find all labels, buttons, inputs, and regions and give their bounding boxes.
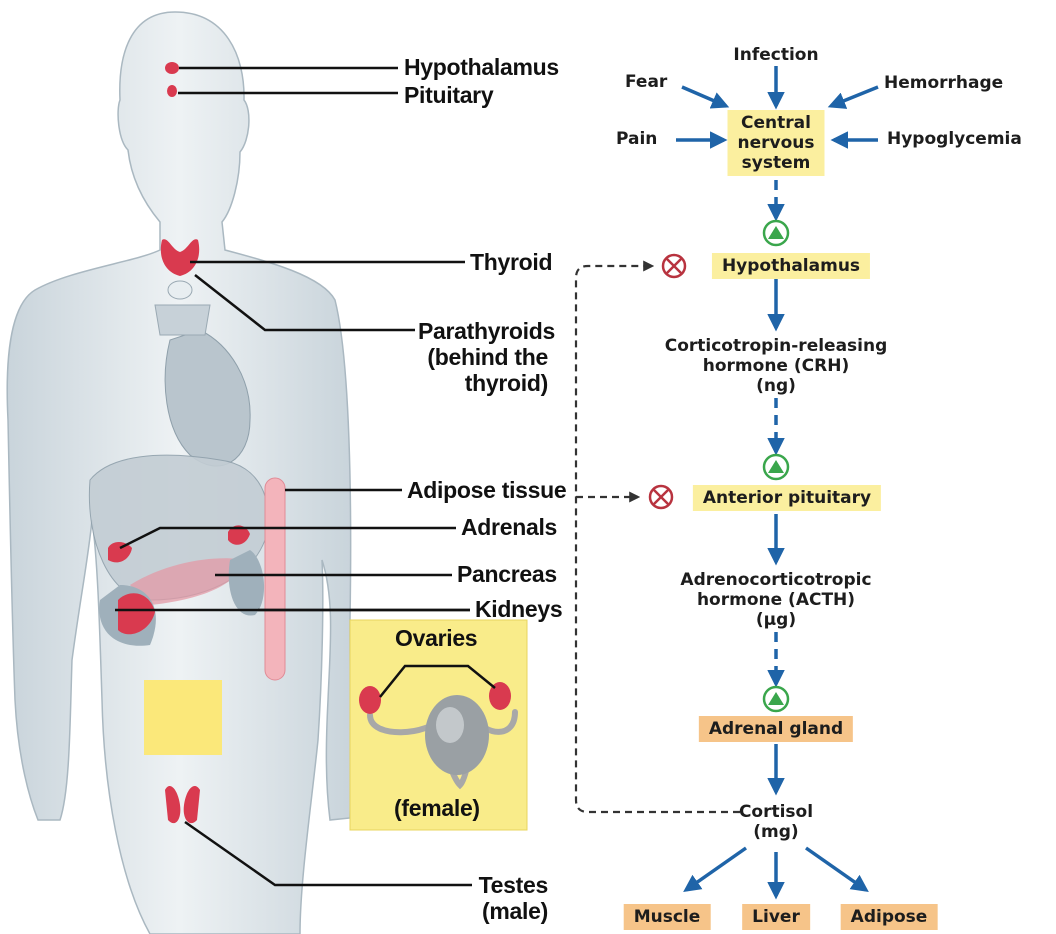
adrenal-gland-box: Adrenal gland — [699, 716, 853, 742]
inhibit-icon — [650, 486, 672, 508]
anterior-pituitary-box: Anterior pituitary — [693, 485, 881, 511]
hypothalamus-box: Hypothalamus — [712, 253, 870, 279]
kidneys-label: Kidneys — [475, 596, 562, 622]
female-label: (female) — [394, 795, 480, 821]
parathyroids-label: Parathyroids (behind the thyroid) — [418, 318, 548, 396]
hemorrhage-label: Hemorrhage — [884, 73, 1003, 93]
infection-label: Infection — [733, 45, 818, 65]
yellow-patch — [144, 680, 222, 755]
adipose-tissue-label: Adipose tissue — [407, 477, 566, 503]
acth-label: Adrenocorticotropic hormone (ACTH) (μg) — [680, 570, 871, 630]
stimulate-icon — [764, 687, 788, 711]
body-silhouette — [7, 12, 351, 934]
cortisol-label: Cortisol (mg) — [739, 802, 813, 842]
inhibit-icon — [663, 255, 685, 277]
adrenals-label: Adrenals — [461, 514, 557, 540]
thyroid-label: Thyroid — [470, 249, 552, 275]
pancreas-label: Pancreas — [457, 561, 557, 587]
ovaries-label: Ovaries — [395, 625, 477, 651]
cns-box: Central nervous system — [728, 110, 825, 176]
fear-label: Fear — [625, 72, 667, 92]
crh-label: Corticotropin-releasing hormone (CRH) (n… — [665, 336, 888, 396]
pituitary-label: Pituitary — [404, 82, 493, 108]
liver-box: Liver — [742, 904, 810, 930]
muscle-box: Muscle — [624, 904, 711, 930]
hypothalamus-label: Hypothalamus — [404, 54, 559, 80]
hypoglycemia-label: Hypoglycemia — [887, 129, 1022, 149]
stimulate-icon — [764, 221, 788, 245]
pain-label: Pain — [616, 129, 657, 149]
testes-label: Testes (male) — [440, 872, 548, 924]
stimulate-icon — [764, 455, 788, 479]
flow-arrows — [676, 66, 878, 896]
adipose-box: Adipose — [841, 904, 938, 930]
